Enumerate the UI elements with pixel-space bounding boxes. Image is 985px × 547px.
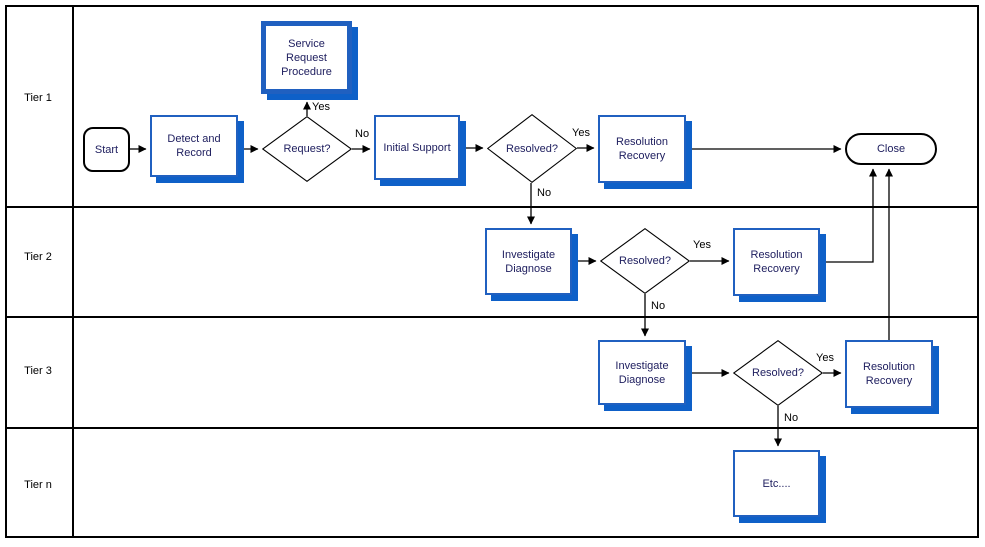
edge-label-resolved1-yes: Yes bbox=[572, 127, 590, 139]
detect-and-record-label: Detect and Record bbox=[167, 133, 221, 159]
resolution-recovery-1-node[interactable]: Resolution Recovery bbox=[598, 115, 686, 183]
close-node[interactable]: Close bbox=[845, 133, 937, 165]
investigate-diagnose-2-node[interactable]: Investigate Diagnose bbox=[485, 228, 572, 295]
outer-frame bbox=[5, 5, 979, 538]
lane-divider-1 bbox=[5, 206, 979, 208]
edge-label-resolved2-yes: Yes bbox=[693, 239, 711, 251]
lane-label-tier-2: Tier 2 bbox=[24, 251, 52, 263]
diamond-shape bbox=[487, 114, 577, 183]
detect-and-record-node[interactable]: Detect and Record bbox=[150, 115, 238, 177]
resolved-3-decision-label: Resolved? bbox=[752, 367, 804, 379]
start-label: Start bbox=[94, 143, 119, 156]
close-label: Close bbox=[876, 143, 906, 155]
resolved-1-decision-label: Resolved? bbox=[506, 142, 558, 155]
service-request-procedure-node[interactable]: Service Request Procedure bbox=[261, 21, 352, 94]
lane-label-tier-n: Tier n bbox=[24, 479, 52, 491]
edge-label-resolved2-no: No bbox=[651, 300, 666, 312]
resolution-recovery-3-label: Resolution Recovery bbox=[863, 361, 915, 387]
edge-label-request-no: No bbox=[355, 128, 370, 140]
edge-label-resolved1-no: No bbox=[537, 187, 552, 199]
diamond-shape bbox=[262, 116, 352, 182]
resolved-2-decision-node[interactable]: Resolved? bbox=[600, 228, 690, 294]
etc-label: Etc.... bbox=[762, 477, 791, 490]
lane-divider-3 bbox=[5, 427, 979, 429]
resolution-recovery-3-node[interactable]: Resolution Recovery bbox=[845, 340, 933, 408]
resolved-2-decision-label: Resolved? bbox=[619, 255, 671, 267]
resolution-recovery-2-node[interactable]: Resolution Recovery bbox=[733, 228, 820, 296]
resolution-recovery-1-label: Resolution Recovery bbox=[616, 136, 668, 162]
etc-node[interactable]: Etc.... bbox=[733, 450, 820, 517]
lane-divider-2 bbox=[5, 316, 979, 318]
lane-label-divider bbox=[72, 5, 74, 538]
service-request-procedure-label: Service Request Procedure bbox=[281, 37, 332, 78]
investigate-diagnose-2-label: Investigate Diagnose bbox=[501, 248, 556, 275]
edge-label-resolved3-yes: Yes bbox=[816, 352, 834, 364]
start-node[interactable]: Start bbox=[83, 127, 130, 172]
investigate-diagnose-3-label: Investigate Diagnose bbox=[615, 359, 669, 386]
resolution-recovery-2-label: Resolution Recovery bbox=[750, 249, 803, 275]
initial-support-node[interactable]: Initial Support bbox=[374, 115, 460, 180]
lane-label-tier-3: Tier 3 bbox=[24, 365, 52, 377]
diamond-shape bbox=[733, 340, 823, 406]
edge-label-request-yes: Yes bbox=[312, 101, 330, 113]
edge-label-resolved3-no: No bbox=[784, 412, 799, 424]
request-decision-node[interactable]: Request? bbox=[262, 116, 352, 182]
initial-support-label: Initial Support bbox=[383, 141, 451, 154]
investigate-diagnose-3-node[interactable]: Investigate Diagnose bbox=[598, 340, 686, 405]
lane-label-tier-1: Tier 1 bbox=[24, 92, 52, 104]
request-decision-label: Request? bbox=[283, 143, 331, 155]
diamond-shape bbox=[600, 228, 690, 294]
resolved-1-decision-node[interactable]: Resolved? bbox=[487, 114, 577, 183]
resolved-3-decision-node[interactable]: Resolved? bbox=[733, 340, 823, 406]
